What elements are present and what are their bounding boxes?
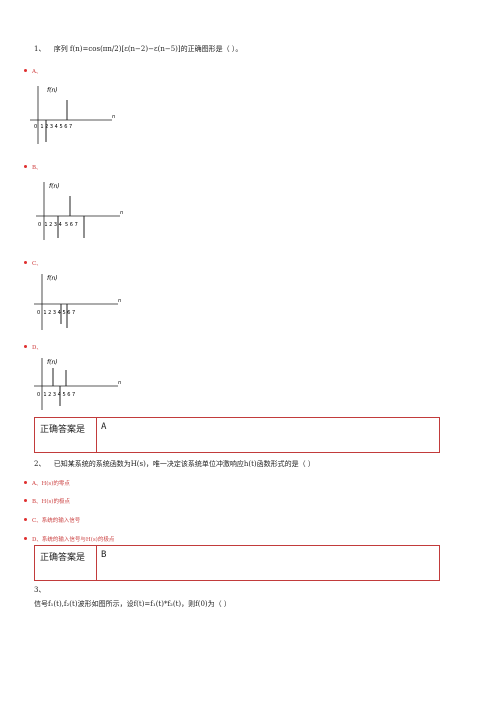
- svg-text:f(n): f(n): [47, 275, 58, 282]
- question-2-number: 2、: [34, 460, 46, 468]
- question-1-number: 1、: [34, 45, 46, 53]
- question-3-stem: 信号f₁(t),f₂(t)波形如图所示，设f(t)=f₁(t)*f₂(t)，则f…: [34, 600, 231, 608]
- bullet-icon: [24, 537, 27, 540]
- svg-text:n: n: [118, 298, 121, 304]
- q1-answer-value: A: [101, 422, 107, 432]
- q1-answer-key-cell: [35, 418, 97, 452]
- q1-option-c[interactable]: C、: [24, 259, 42, 267]
- svg-text:0 1 2 3 4 5 6 7: 0 1 2 3 4 5 6 7: [37, 392, 75, 398]
- question-1-stem: 序列 f(n)=cos(πn/2)[ε(n−2)−ε(n−5)]的正确图形是（ …: [53, 45, 243, 53]
- fig-ylabel: f(n): [47, 87, 58, 94]
- q1-option-b-figure: f(n) n 0 1 2 3 4 5 6 7: [36, 182, 123, 240]
- q1-option-d-label: D、: [32, 345, 42, 351]
- question-2-text: 2、 已知某系统的系统函数为H(s)，唯一决定该系统单位冲激响应h(t)函数形式…: [34, 459, 315, 469]
- svg-text:n: n: [118, 380, 121, 386]
- q1-option-b[interactable]: B、: [24, 163, 42, 171]
- svg-text:0 1 2 3 4 5 6 7: 0 1 2 3 4 5 6 7: [38, 222, 78, 228]
- bullet-icon: [24, 499, 27, 502]
- q2-option-c[interactable]: C、系统的输入信号: [24, 516, 80, 524]
- q1-option-c-label: C、: [32, 261, 42, 267]
- bullet-icon: [24, 69, 27, 72]
- question-3-number: 3、: [34, 586, 46, 594]
- question-2-stem: 已知某系统的系统函数为H(s)，唯一决定该系统单位冲激响应h(t)函数形式的是（…: [53, 460, 315, 468]
- q1-answer-box: 正确答案是 A: [34, 417, 440, 453]
- q1-option-d-figure: f(n) n 0 1 2 3 4 5 6 7: [34, 358, 121, 410]
- q2-option-a-text: H(s)的零点: [41, 481, 70, 487]
- q2-answer-box: 正确答案是 B: [34, 545, 440, 581]
- q2-answer-key-cell: [35, 546, 97, 580]
- q1-option-a-label: A、: [32, 69, 42, 75]
- q2-answer-key: 正确答案是: [40, 553, 86, 563]
- q1-option-c-figure: f(n) n 0 1 2 3 4 5 6 7: [34, 274, 121, 330]
- question-1-text: 1、 序列 f(n)=cos(πn/2)[ε(n−2)−ε(n−5)]的正确图形…: [34, 44, 242, 54]
- bullet-icon: [24, 518, 27, 521]
- bullet-icon: [24, 481, 27, 484]
- q2-answer-value: B: [101, 550, 107, 560]
- q1-option-a-figure: f(n) n 0 1 2 3 4 5 6 7: [30, 86, 115, 144]
- svg-text:f(n): f(n): [49, 183, 60, 190]
- q2-option-d-text: 系统的输入信号与H(s)的极点: [41, 537, 115, 543]
- q2-option-a[interactable]: A、H(s)的零点: [24, 479, 70, 487]
- q2-option-b-text: H(s)的极点: [41, 499, 70, 505]
- fig-ticks: 0 1 2 3 4 5 6 7: [34, 124, 72, 130]
- q1-option-a[interactable]: A、: [24, 67, 41, 75]
- bullet-icon: [24, 261, 27, 264]
- q1-answer-key: 正确答案是: [40, 425, 86, 435]
- q1-option-d[interactable]: D、: [24, 343, 42, 351]
- svg-text:0 1 2 3 4 5 6 7: 0 1 2 3 4 5 6 7: [37, 310, 75, 316]
- svg-text:n: n: [112, 114, 115, 120]
- svg-text:n: n: [120, 210, 123, 216]
- q1-option-b-label: B、: [32, 165, 42, 171]
- svg-text:f(n): f(n): [47, 359, 58, 366]
- q2-option-b[interactable]: B、H(s)的极点: [24, 497, 70, 505]
- bullet-icon: [24, 345, 27, 348]
- bullet-icon: [24, 165, 27, 168]
- q2-option-c-text: 系统的输入信号: [41, 518, 81, 524]
- q2-option-d[interactable]: D、系统的输入信号与H(s)的极点: [24, 535, 114, 543]
